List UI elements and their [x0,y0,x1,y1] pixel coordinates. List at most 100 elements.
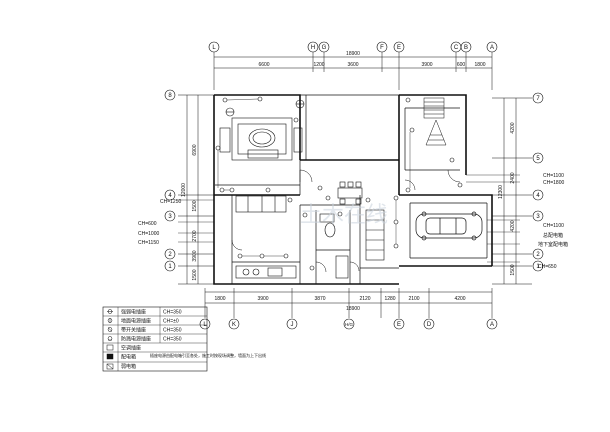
dim-right-4: 1500 [510,264,516,275]
dim-right-total: 12300 [498,185,504,199]
dim-right-1: 4200 [510,122,516,133]
axis-bubble-D-bottom: D [423,318,435,330]
svg-text:D: D [427,322,432,328]
label-ch-650: CH=650 [538,264,557,270]
legend-row-2-name: 地面电源插座 [121,318,151,325]
axis-bubble-4-right: 4 [532,189,544,201]
legend-row-7-name: 弱电箱 [121,363,136,370]
svg-text:3: 3 [536,214,540,220]
right-axis-column: 7 5 4 3 2 1 [532,92,544,272]
label-ch-1100-lower: CH=1100 [543,223,564,229]
axis-bubble-E-bottom: E [393,318,405,330]
svg-text:G: G [322,45,327,51]
svg-text:H: H [311,45,315,51]
legend-row-3-code: CH=350 [163,328,182,334]
svg-text:4: 4 [168,193,172,199]
legend-note-text: 插座电源由配电箱引至各处，施工时按现场调整，墙面为上下出线 [150,352,266,358]
building-walls [213,94,493,285]
svg-text:L: L [212,45,216,51]
legend-note: 插座电源由配电箱引至各处，施工时按现场调整，墙面为上下出线 [150,352,266,358]
dim-bottom-2: 3900 [257,296,268,302]
label-main-panel: 总配电箱 [543,232,563,239]
axis-bubble-HG-bottom: H/G [343,318,355,330]
svg-text:1: 1 [168,264,172,270]
legend-table: 强弱电插座 CH=350 地面电源插座 CH=±0 带开关插座 CH=350 防… [102,306,266,372]
svg-text:2: 2 [536,252,540,258]
svg-text:2: 2 [168,252,172,258]
svg-text:F: F [380,45,384,51]
axis-bubble-4-left: 4 [164,189,176,201]
axis-bubble-7-right: 7 [532,92,544,104]
label-ch-1150: CH=1150 [138,240,159,246]
legend-row-6-name: 配电箱 [121,354,136,361]
axis-bubble-B-top: B [460,41,472,53]
right-dimensions [492,97,532,285]
axis-bubble-J-bottom: J [286,318,298,330]
axis-bubble-A-bottom: A [486,318,498,330]
dim-top-3: 3600 [347,62,358,68]
axis-bubble-A-top: A [486,41,498,53]
dim-left-1: 6900 [192,144,198,155]
svg-text:5: 5 [536,156,540,162]
legend-row-3-name: 带开关插座 [121,327,146,334]
dim-left-3: 2700 [192,230,198,241]
axis-bubble-2-right: 2 [532,248,544,260]
dim-right-2: 2400 [510,172,516,183]
left-dimensions [178,94,214,285]
door-swings [231,169,461,273]
legend-row-4-code: CH=350 [163,337,182,343]
dim-left-2: 1500 [192,200,198,211]
dim-right-3: 4200 [510,220,516,231]
svg-text:J: J [291,322,294,328]
bottom-axis-row: L K J H/G E D A [199,318,498,330]
svg-text:4: 4 [536,193,540,199]
axis-bubble-G-top: G [318,41,330,53]
kitchen-counters [235,195,297,279]
legend-row-1-code: CH=350 [163,310,182,316]
label-basement-panel: 地下室配电箱 [538,241,568,248]
dim-top-4: 3900 [421,62,432,68]
axis-bubble-3-right: 3 [532,210,544,222]
dining-table [337,181,363,205]
legend-row-4-name: 防溅电源插座 [121,336,151,343]
label-ch-1100-upper: CH=1100 [543,173,564,179]
socket-symbols [215,96,463,271]
axis-bubble-H-top: H [307,41,319,53]
living-room-furniture [219,99,305,161]
svg-text:A: A [490,45,494,51]
svg-text:E: E [397,45,401,51]
bathroom-fixtures [319,209,385,279]
bottom-dimensions [204,288,493,318]
watermark: 土木在线 [300,203,388,228]
garage-car [415,211,483,241]
axis-bubble-2-left: 2 [164,248,176,260]
dim-left-4: 3900 [192,250,198,261]
dim-top-5: 600 [457,62,466,68]
dim-bottom-7: 4200 [454,296,465,302]
dim-bottom-6: 2100 [408,296,419,302]
dim-top-6: 1800 [474,62,485,68]
left-axis-column: 8 4 3 2 1 [164,89,176,272]
label-ch-1800: CH=1800 [543,180,564,186]
legend-symbol-icons [106,309,114,370]
svg-text:B: B [464,45,468,51]
svg-text:H/G: H/G [345,322,354,327]
wiring-lines [178,98,520,263]
dim-top-total: 18900 [346,51,360,57]
axis-bubble-3-left: 3 [164,210,176,222]
inner-walls [215,94,488,284]
axis-bubble-1-right: 1 [532,260,544,272]
dim-left-total: 12000 [181,183,187,197]
axis-bubble-8-left: 8 [164,89,176,101]
svg-text:A: A [490,322,494,328]
svg-text:E: E [397,322,401,328]
dim-bottom-1: 1800 [214,296,225,302]
axis-bubble-1-left: 1 [164,260,176,272]
dim-bottom-total: 18900 [346,306,360,312]
dim-bottom-5: 1280 [384,296,395,302]
axis-bubble-L-bottom: L [199,318,211,330]
label-ch-600: CH=600 [138,221,157,227]
dim-top-2: 1200 [313,62,324,68]
axis-bubble-F-top: F [376,41,388,53]
